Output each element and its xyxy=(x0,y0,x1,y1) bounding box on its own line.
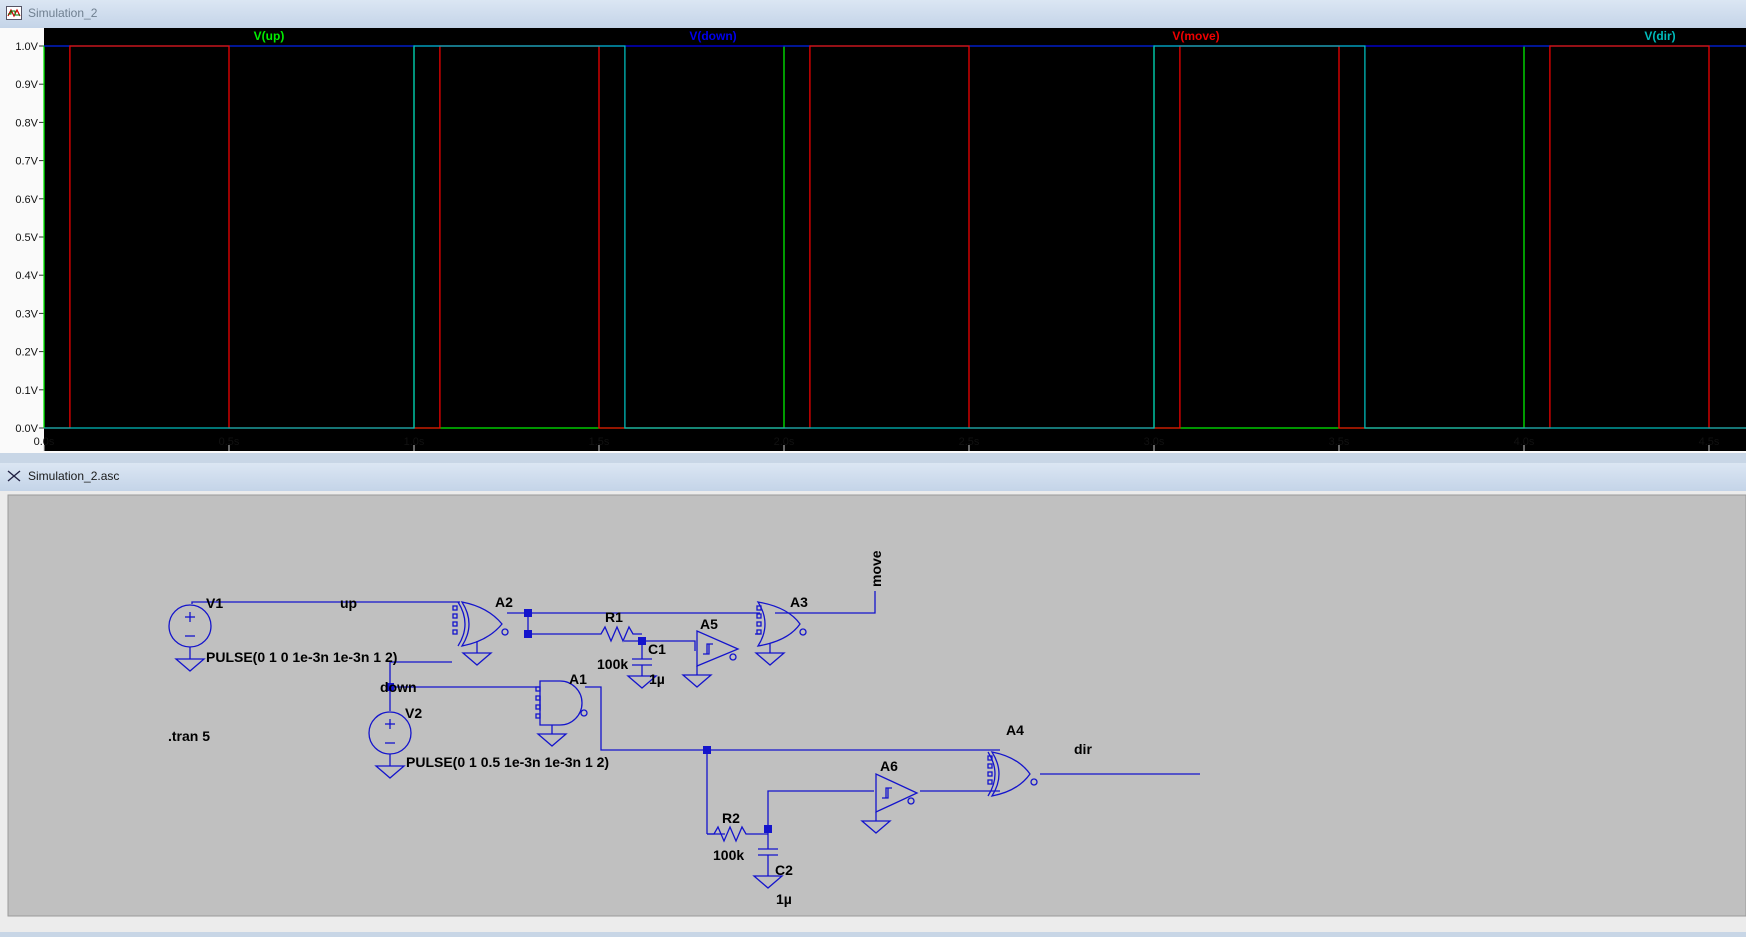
waveform-window-title: Simulation_2 xyxy=(28,6,98,20)
y-tick-label: 0.9V xyxy=(15,79,38,91)
x-tick-label: 3.0s xyxy=(1144,436,1165,448)
label-a2[interactable]: A2 xyxy=(495,594,513,610)
label-r2[interactable]: R2 xyxy=(722,810,740,826)
label-r1-value[interactable]: 100k xyxy=(597,656,628,672)
label-a4[interactable]: A4 xyxy=(1006,722,1024,738)
label-c2-value[interactable]: 1µ xyxy=(776,891,792,907)
label-r2-value[interactable]: 100k xyxy=(713,847,744,863)
label-c2[interactable]: C2 xyxy=(775,862,793,878)
schematic-background[interactable] xyxy=(7,494,1746,917)
label-r1[interactable]: R1 xyxy=(605,609,623,625)
schematic-window[interactable]: V1 PULSE(0 1 0 1e-3n 1e-3n 1 2) up down … xyxy=(0,491,1746,932)
x-tick-label: 4.0s xyxy=(1514,436,1535,448)
label-net-dir[interactable]: dir xyxy=(1074,741,1092,757)
series-line xyxy=(44,45,1746,429)
legend-entry[interactable]: V(down) xyxy=(689,29,736,43)
label-a3[interactable]: A3 xyxy=(790,594,808,610)
gate-a3-or[interactable] xyxy=(754,601,807,666)
x-tick-label: 2.5s xyxy=(959,436,980,448)
x-tick-label: 0.5s xyxy=(219,436,240,448)
x-tick-label: 0.0s xyxy=(34,436,55,448)
label-c1[interactable]: C1 xyxy=(648,641,666,657)
y-tick-label: 0.3V xyxy=(15,308,38,320)
label-net-up[interactable]: up xyxy=(340,595,357,611)
plot-background[interactable] xyxy=(44,28,1746,451)
label-v1-value[interactable]: PULSE(0 1 0 1e-3n 1e-3n 1 2) xyxy=(206,649,397,665)
y-tick-label: 0.1V xyxy=(15,385,38,397)
legend-entry[interactable]: V(dir) xyxy=(1644,29,1675,43)
wire-up[interactable] xyxy=(191,601,460,604)
label-a1[interactable]: A1 xyxy=(569,671,587,687)
schematic-titlebar[interactable]: Simulation_2.asc xyxy=(0,463,1746,492)
voltage-source-v1[interactable] xyxy=(168,604,212,672)
label-v2[interactable]: V2 xyxy=(405,705,422,721)
label-a6[interactable]: A6 xyxy=(880,758,898,774)
junction-dots xyxy=(386,609,772,833)
gate-a1-and[interactable] xyxy=(535,680,588,747)
x-tick-label: 4.5s xyxy=(1699,436,1720,448)
label-net-move[interactable]: move xyxy=(868,550,884,587)
gate-a2-xor[interactable] xyxy=(452,601,509,666)
legend[interactable]: V(up) V(down) V(move) V(dir) xyxy=(254,29,1676,43)
schematic-canvas[interactable]: V1 PULSE(0 1 0 1e-3n 1e-3n 1 2) up down … xyxy=(0,491,1746,932)
series-group xyxy=(43,45,1746,429)
capacitor-c1[interactable] xyxy=(626,658,658,689)
voltage-source-v2[interactable] xyxy=(368,711,412,779)
wire-move[interactable] xyxy=(775,591,876,614)
x-axis: 0.0s 0.5s 1.0s 1.5s 2.0s 2.5s 3.0s 3.5s 4.0s 4.5s xyxy=(34,436,1720,451)
label-v2-value[interactable]: PULSE(0 1 0.5 1e-3n 1e-3n 1 2) xyxy=(406,754,609,770)
gate-a4-xor[interactable] xyxy=(987,751,1038,797)
buffer-a6-schmitt[interactable] xyxy=(860,772,919,834)
x-tick-label: 2.0s xyxy=(774,436,795,448)
waveform-titlebar[interactable]: Simulation_2 xyxy=(0,0,1746,29)
spice-directive[interactable]: .tran 5 xyxy=(168,728,210,744)
y-tick-label: 0.8V xyxy=(15,117,38,129)
schematic-window-title: Simulation_2.asc xyxy=(28,469,120,483)
y-tick-label: 0.2V xyxy=(15,347,38,359)
buffer-a5-schmitt[interactable] xyxy=(681,630,740,688)
y-tick-label: 0.6V xyxy=(15,194,38,206)
waveform-window-icon xyxy=(6,6,22,20)
label-v1[interactable]: V1 xyxy=(206,595,223,611)
series-line xyxy=(44,45,1746,429)
label-net-down[interactable]: down xyxy=(380,679,417,695)
y-axis: 1.0V 0.9V 0.8V 0.7V 0.6V 0.5V 0.4V 0.3V 0.2V 0.1V… xyxy=(15,41,44,435)
legend-entry[interactable]: V(move) xyxy=(1172,29,1219,43)
y-tick-label: 0.4V xyxy=(15,270,38,282)
label-a5[interactable]: A5 xyxy=(700,616,718,632)
x-tick-label: 3.5s xyxy=(1329,436,1350,448)
capacitor-c2[interactable] xyxy=(752,848,784,889)
legend-entry[interactable]: V(up) xyxy=(254,29,285,43)
waveform-plot[interactable]: 1.0V 0.9V 0.8V 0.7V 0.6V 0.5V 0.4V 0.3V 0.2V 0.1V… xyxy=(0,28,1746,453)
y-tick-label: 1.0V xyxy=(15,41,38,53)
y-tick-label: 0.5V xyxy=(15,232,38,244)
resistor-r2[interactable] xyxy=(707,825,768,843)
y-tick-label: 0.7V xyxy=(15,156,38,168)
schematic-window-icon xyxy=(7,470,21,482)
waveform-window[interactable]: 1.0V 0.9V 0.8V 0.7V 0.6V 0.5V 0.4V 0.3V 0.2V 0.1V… xyxy=(0,28,1746,453)
resistor-r1[interactable] xyxy=(594,625,642,643)
x-tick-label: 1.0s xyxy=(404,436,425,448)
y-tick-label: 0.0V xyxy=(15,423,38,435)
x-tick-label: 1.5s xyxy=(589,436,610,448)
label-c1-value[interactable]: 1µ xyxy=(649,671,665,687)
